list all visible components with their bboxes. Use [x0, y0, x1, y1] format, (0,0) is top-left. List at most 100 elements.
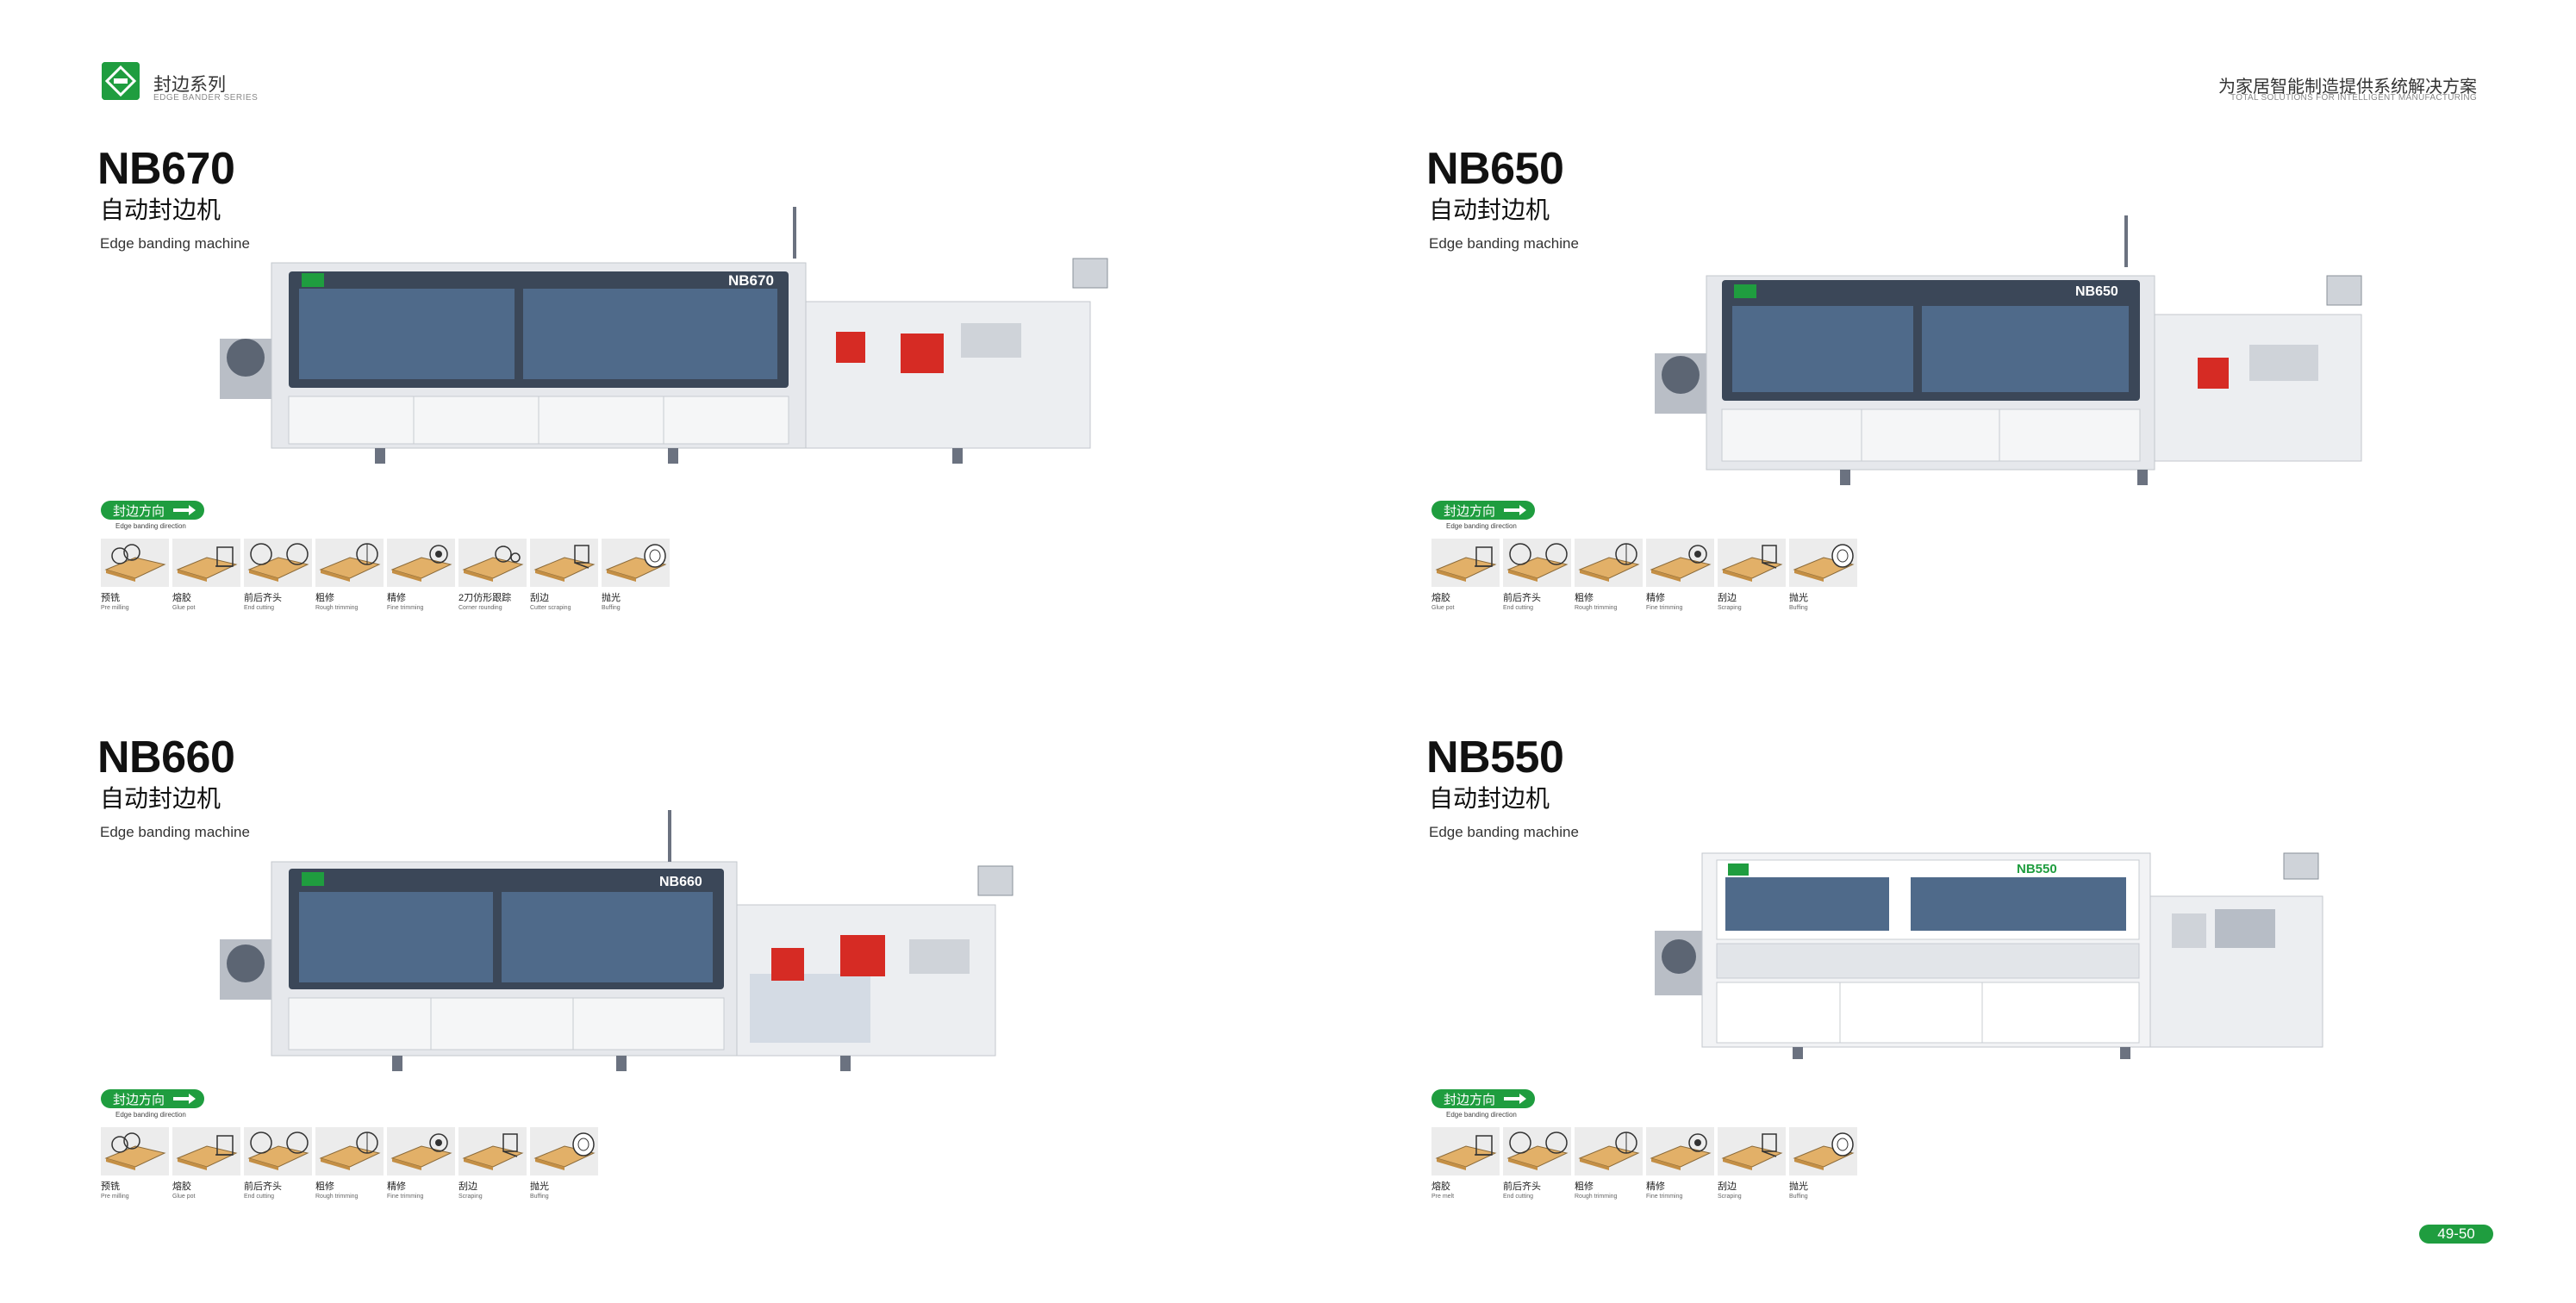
slogan-subtitle: TOTAL SOLUTIONS FOR INTELLIGENT MANUFACT… [2230, 93, 2477, 103]
process-step-image [244, 539, 312, 587]
process-step-image [1503, 1127, 1571, 1175]
process-step-label-en: Cutter scraping [530, 605, 571, 611]
process-step-image [530, 539, 598, 587]
process-step-label: 刮边 [1718, 1181, 1737, 1192]
process-step-label: 抛光 [1789, 1181, 1808, 1192]
buffing-icon [530, 1127, 598, 1175]
process-step-label: 刮边 [458, 1181, 477, 1192]
process-step: 粗修 Rough trimming [1575, 1127, 1643, 1200]
process-step-image [1646, 539, 1714, 587]
buffing-icon [602, 539, 670, 587]
process-step: 抛光 Buffing [530, 1127, 598, 1200]
process-step-label: 粗修 [315, 593, 334, 603]
process-step-label-en: Scraping [1718, 605, 1742, 611]
process-step-label-en: Fine trimming [387, 1194, 424, 1200]
process-step-label: 抛光 [530, 1181, 549, 1192]
pre-milling-icon [101, 539, 169, 587]
direction-label-en: Edge banding direction [115, 522, 186, 530]
direction-badge: 封边方向 [101, 1089, 205, 1108]
process-step-image [101, 1127, 169, 1175]
scraping-icon [458, 1127, 527, 1175]
process-step-label: 刮边 [1718, 593, 1737, 603]
glue-pot-icon [172, 539, 240, 587]
process-step-image [101, 539, 169, 587]
direction-label-en: Edge banding direction [115, 1111, 186, 1119]
process-step-label-en: End cutting [1503, 605, 1534, 611]
pre-milling-icon [101, 1127, 169, 1175]
direction-badge: 封边方向 [1431, 501, 1536, 520]
product-subtitle-cn: 自动封边机 [100, 196, 221, 223]
process-step-label: 精修 [387, 1181, 406, 1192]
end-cutting-icon [1503, 539, 1571, 587]
process-step-label-en: Fine trimming [1646, 1194, 1683, 1200]
direction-label: 封边方向 [1444, 1092, 1496, 1107]
machine-illustration: NB650 [1655, 215, 2396, 491]
fine-trimming-icon [387, 1127, 455, 1175]
process-step-label-en: Glue pot [172, 1194, 196, 1200]
process-step-label-en: End cutting [244, 605, 275, 611]
process-step-label-en: Rough trimming [1575, 1194, 1618, 1200]
process-step-label-en: Buffing [530, 1194, 549, 1200]
process-step-label: 粗修 [1575, 1181, 1594, 1192]
end-cutting-icon [1503, 1127, 1571, 1175]
series-title: 封边系列 [153, 75, 226, 95]
process-step-image [1789, 1127, 1857, 1175]
glue-pot-icon [1431, 1127, 1500, 1175]
process-step-label-en: Fine trimming [1646, 605, 1683, 611]
product-model: NB660 [97, 733, 235, 782]
end-cutting-icon [244, 1127, 312, 1175]
machine-illustration: NB660 [220, 810, 1047, 1077]
process-step-label: 抛光 [602, 593, 621, 603]
process-step-image [1503, 539, 1571, 587]
process-step-label: 精修 [387, 593, 406, 603]
edge-banding-machine-image: NB650 [1655, 215, 2362, 485]
buffing-icon [1789, 1127, 1857, 1175]
process-step-label-en: Buffing [1789, 605, 1808, 611]
process-step-label: 熔胶 [1431, 593, 1450, 603]
product-subtitle-en: Edge banding machine [100, 235, 250, 252]
rough-trimming-icon [315, 1127, 384, 1175]
fine-trimming-icon [387, 539, 455, 587]
machine-badge: NB550 [2017, 862, 2057, 876]
process-step-image [315, 539, 384, 587]
process-step-image [1646, 1127, 1714, 1175]
process-step-label: 粗修 [315, 1181, 334, 1192]
arrow-right-icon [1504, 1094, 1527, 1104]
process-step-label-en: Pre milling [101, 1194, 129, 1200]
process-step-label-en: End cutting [1503, 1194, 1534, 1200]
process-step: 刮边 Scraping [1718, 539, 1786, 611]
process-step-label: 预铣 [101, 593, 120, 603]
machine-illustration: NB550 [1655, 836, 2344, 1060]
product-subtitle-cn: 自动封边机 [100, 785, 221, 812]
process-step-image [458, 539, 527, 587]
rough-trimming-icon [315, 539, 384, 587]
process-step: 预铣 Pre milling [101, 1127, 169, 1200]
product-subtitle-cn: 自动封边机 [1429, 196, 1550, 223]
process-step-image [1431, 1127, 1500, 1175]
process-step-image [530, 1127, 598, 1175]
process-step-image [1789, 539, 1857, 587]
process-step-image [1575, 1127, 1643, 1175]
process-step-label: 预铣 [101, 1181, 120, 1192]
rough-trimming-icon [1575, 539, 1643, 587]
process-step-label: 精修 [1646, 593, 1665, 603]
rough-trimming-icon [1575, 1127, 1643, 1175]
scraping-icon [1718, 539, 1786, 587]
process-step-label-en: Pre milling [101, 605, 129, 611]
